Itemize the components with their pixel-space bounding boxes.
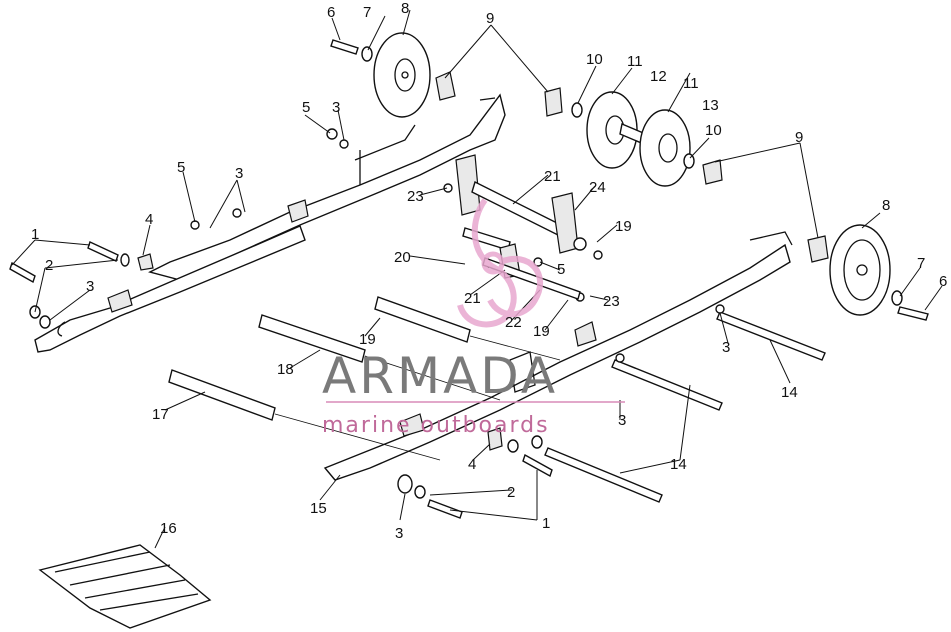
- callout-2: 2: [507, 484, 515, 501]
- callout-13: 13: [702, 97, 719, 114]
- callout-18: 18: [277, 361, 294, 378]
- callout-14: 14: [781, 384, 798, 401]
- callout-14: 14: [670, 456, 687, 473]
- idler-wheel-right: [829, 224, 891, 316]
- callout-16: 16: [160, 520, 177, 537]
- callout-4: 4: [145, 211, 153, 228]
- cross-shafts: [168, 296, 561, 461]
- watermark-tagline: marine outboards: [322, 413, 550, 438]
- callout-19: 19: [615, 218, 632, 235]
- watermark-brand: ARMADA: [322, 347, 558, 405]
- fasteners: [9, 39, 929, 519]
- callout-6: 6: [939, 273, 947, 290]
- callout-2: 2: [45, 257, 53, 274]
- callout-11: 11: [683, 75, 699, 92]
- callout-19: 19: [359, 331, 376, 348]
- callout-12: 12: [650, 68, 667, 85]
- callout-11: 11: [627, 53, 643, 70]
- callout-23: 23: [407, 188, 424, 205]
- callout-15: 15: [310, 500, 327, 517]
- callout-8: 8: [401, 0, 409, 17]
- callout-5: 5: [177, 159, 185, 176]
- callout-3: 3: [618, 412, 626, 429]
- callout-17: 17: [152, 406, 169, 423]
- callout-10: 10: [586, 51, 603, 68]
- watermark-logo: [457, 198, 543, 328]
- left-rail: [34, 199, 309, 353]
- callout-24: 24: [589, 179, 606, 196]
- callout-6: 6: [327, 4, 335, 21]
- callout-9: 9: [486, 10, 494, 27]
- callout-1: 1: [542, 515, 550, 532]
- leader-lines: [11, 9, 943, 549]
- callouts: 1 2 3 4 5 3 5 3 6 7 8 9 10 11 12 11 13 1…: [31, 0, 947, 542]
- callout-5: 5: [302, 99, 310, 116]
- callout-7: 7: [363, 4, 371, 21]
- callout-3: 3: [395, 525, 403, 542]
- brackets: [435, 71, 829, 263]
- wheel-set: [586, 91, 691, 187]
- callout-5: 5: [557, 261, 565, 278]
- callout-21: 21: [544, 168, 561, 185]
- callout-8: 8: [882, 197, 890, 214]
- callout-7: 7: [917, 255, 925, 272]
- long-bolts: [544, 311, 826, 503]
- idler-wheel-top-left: [373, 32, 431, 118]
- callout-1: 1: [31, 226, 39, 243]
- track-section: [38, 544, 212, 629]
- callout-3: 3: [86, 278, 94, 295]
- callout-3: 3: [332, 99, 340, 116]
- callout-4: 4: [468, 456, 476, 473]
- callout-3: 3: [722, 339, 730, 356]
- callout-3: 3: [235, 165, 243, 182]
- callout-9: 9: [795, 129, 803, 146]
- callout-21: 21: [464, 290, 481, 307]
- callout-19: 19: [533, 323, 550, 340]
- callout-20: 20: [394, 249, 411, 266]
- callout-22: 22: [505, 314, 522, 331]
- right-rail: [323, 231, 793, 481]
- callout-10: 10: [705, 122, 722, 139]
- callout-23: 23: [603, 293, 620, 310]
